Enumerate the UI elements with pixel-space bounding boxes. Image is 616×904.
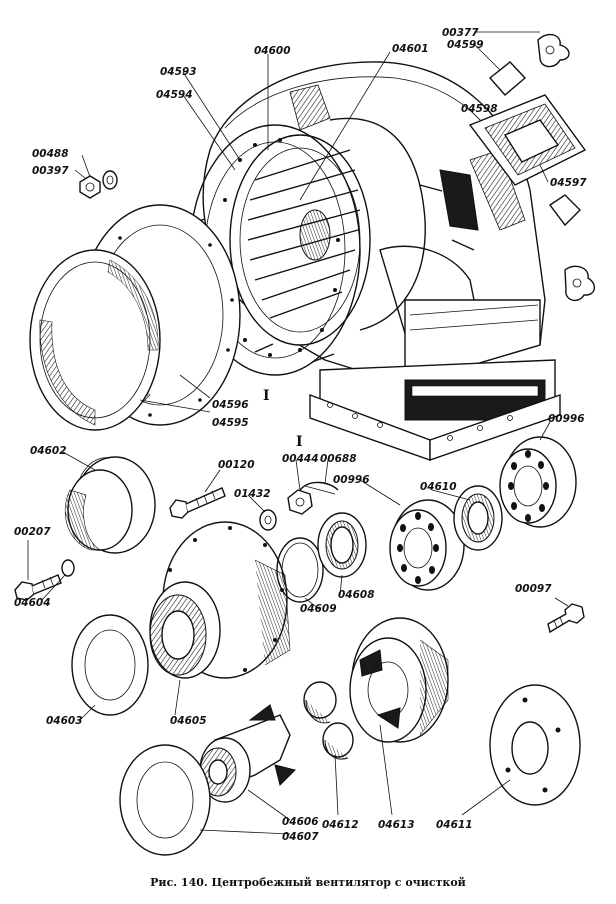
- spacer-sleeve: [453, 485, 503, 551]
- bearing-right: [499, 436, 577, 528]
- seal-gasket: [71, 614, 149, 716]
- label-04600: 04600: [254, 45, 291, 57]
- label-04598: 04598: [461, 103, 498, 115]
- bolt-00120: [169, 487, 226, 519]
- label-00377: 00377: [442, 27, 479, 39]
- retaining-rings: [276, 512, 367, 603]
- label-00207: 00207: [14, 526, 51, 538]
- bolt-00097: [547, 603, 585, 634]
- leader-lines: [27, 31, 569, 835]
- fan-impeller: [229, 117, 426, 346]
- bearing-cap: [64, 456, 156, 554]
- label-04606: 04606: [282, 816, 319, 828]
- label-04604: 04604: [14, 597, 51, 609]
- castle-nut: [287, 481, 339, 515]
- label-04596: 04596: [212, 399, 249, 411]
- nut-washer-top-left: [79, 170, 118, 199]
- label-04595: 04595: [212, 417, 249, 429]
- bolt-00207: [14, 559, 75, 601]
- label-00488: 00488: [32, 148, 69, 160]
- label-04599: 04599: [447, 39, 484, 51]
- label-04605: 04605: [170, 715, 207, 727]
- label-04601: 04601: [392, 43, 429, 55]
- washer-01432: [259, 509, 277, 531]
- label-04609: 04609: [300, 603, 337, 615]
- rubber-inserts: [303, 681, 354, 760]
- section-mark-lower: I: [296, 434, 303, 450]
- label-04603: 04603: [46, 715, 83, 727]
- label-00097: 00097: [515, 583, 552, 595]
- label-00996-left: 00996: [333, 474, 370, 486]
- figure-caption: Рис. 140. Центробежный вентилятор с очис…: [150, 876, 466, 889]
- label-04594: 04594: [156, 89, 193, 101]
- label-00996-right: 00996: [548, 413, 585, 425]
- hub-housing: [149, 521, 291, 679]
- label-04611: 04611: [436, 819, 473, 831]
- label-00444: 00444: [282, 453, 319, 465]
- label-00120: 00120: [218, 459, 255, 471]
- filter-clamp-assembly: [468, 33, 595, 302]
- label-04602: 04602: [30, 445, 67, 457]
- end-flange: [489, 684, 581, 806]
- label-04607: 04607: [282, 831, 319, 843]
- label-04610: 04610: [420, 481, 457, 493]
- inlet-ring: [29, 249, 161, 431]
- coupling-half: [199, 704, 296, 803]
- label-04597: 04597: [550, 177, 587, 189]
- label-01432: 01432: [234, 488, 271, 500]
- section-mark-upper: I: [263, 388, 270, 404]
- flange-gasket: [119, 744, 211, 856]
- coupling-housing: [349, 617, 449, 743]
- label-04608: 04608: [338, 589, 375, 601]
- label-04593: 04593: [160, 66, 197, 78]
- label-00397: 00397: [32, 165, 69, 177]
- bearing-left: [389, 499, 465, 591]
- label-04613: 04613: [378, 819, 415, 831]
- part-labels: 00377 04599 04598 04597 04600 04601 0459…: [14, 27, 587, 843]
- label-00688: 00688: [320, 453, 357, 465]
- label-04612: 04612: [322, 819, 359, 831]
